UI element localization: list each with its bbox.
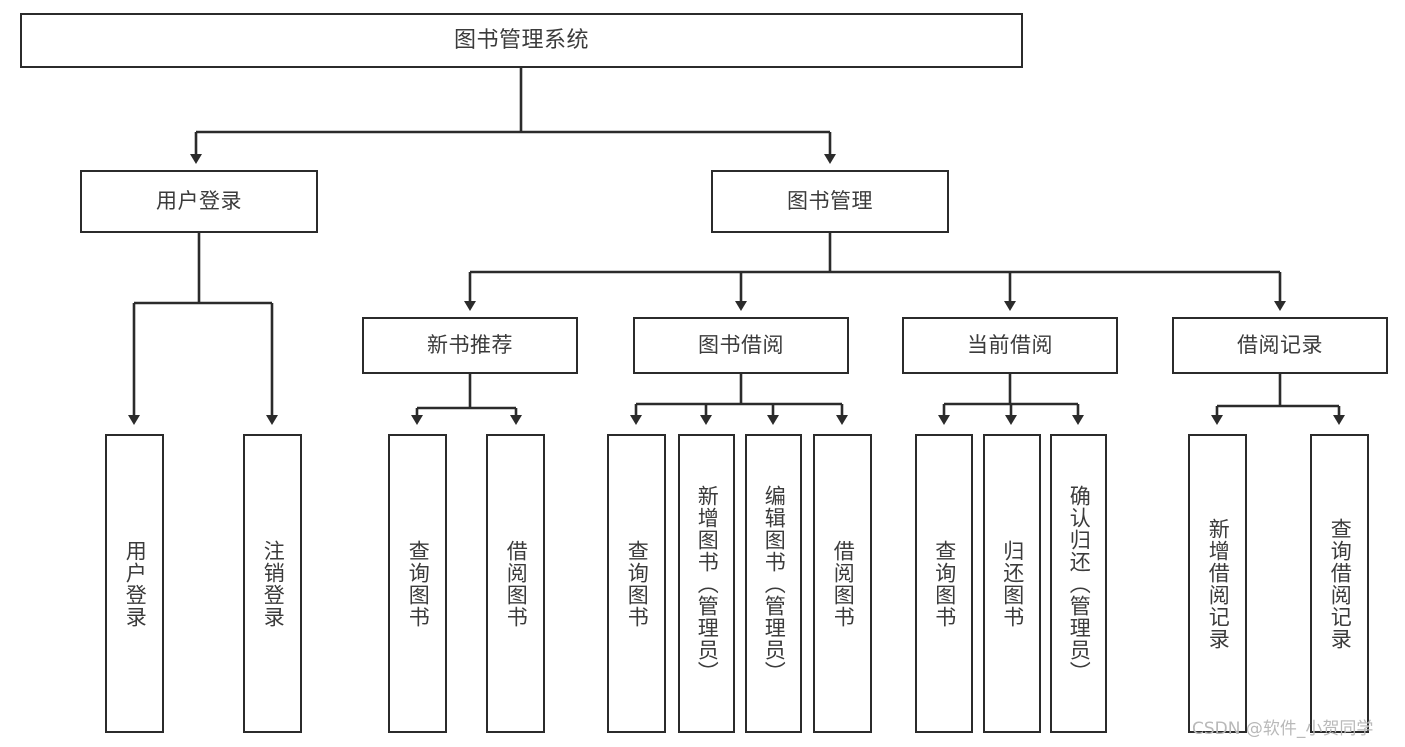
node-book-manage-label: 图书管理 bbox=[787, 189, 873, 214]
node-leaf-confirm-return-label: 确认归还（管理员） bbox=[1067, 484, 1092, 683]
node-leaf-query-book-3[interactable]: 查询图书 bbox=[915, 434, 973, 733]
node-leaf-add-record-label: 新增借阅记录 bbox=[1206, 517, 1231, 650]
node-book-borrow[interactable]: 图书借阅 bbox=[633, 317, 849, 374]
csdn-watermark: CSDN @软件_小贺同学 bbox=[1192, 719, 1374, 739]
node-leaf-query-book-2-label: 查询图书 bbox=[625, 539, 650, 628]
node-leaf-add-record[interactable]: 新增借阅记录 bbox=[1188, 434, 1247, 733]
node-user-login-label: 用户登录 bbox=[156, 189, 242, 214]
node-leaf-query-book-1[interactable]: 查询图书 bbox=[388, 434, 447, 733]
node-leaf-edit-book-label: 编辑图书（管理员） bbox=[762, 484, 787, 683]
node-leaf-query-record-label: 查询借阅记录 bbox=[1328, 517, 1353, 650]
node-leaf-borrow-book-1[interactable]: 借阅图书 bbox=[486, 434, 545, 733]
node-leaf-add-book[interactable]: 新增图书（管理员） bbox=[678, 434, 735, 733]
node-leaf-query-book-3-label: 查询图书 bbox=[932, 539, 957, 628]
node-borrow-record[interactable]: 借阅记录 bbox=[1172, 317, 1388, 374]
node-leaf-user-login[interactable]: 用户登录 bbox=[105, 434, 164, 733]
node-leaf-query-book-1-label: 查询图书 bbox=[406, 539, 431, 628]
node-leaf-borrow-book-2-label: 借阅图书 bbox=[831, 539, 856, 628]
node-leaf-edit-book[interactable]: 编辑图书（管理员） bbox=[745, 434, 802, 733]
node-leaf-query-book-2[interactable]: 查询图书 bbox=[607, 434, 666, 733]
node-book-manage[interactable]: 图书管理 bbox=[711, 170, 949, 233]
node-current-borrow-label: 当前借阅 bbox=[967, 333, 1053, 358]
node-leaf-return-book[interactable]: 归还图书 bbox=[983, 434, 1041, 733]
node-leaf-add-book-label: 新增图书（管理员） bbox=[695, 484, 720, 683]
node-borrow-record-label: 借阅记录 bbox=[1237, 333, 1323, 358]
node-leaf-query-record[interactable]: 查询借阅记录 bbox=[1310, 434, 1369, 733]
node-leaf-logout[interactable]: 注销登录 bbox=[243, 434, 302, 733]
node-new-book-rec-label: 新书推荐 bbox=[427, 333, 513, 358]
node-root[interactable]: 图书管理系统 bbox=[20, 13, 1023, 68]
node-book-borrow-label: 图书借阅 bbox=[698, 333, 784, 358]
node-root-label: 图书管理系统 bbox=[453, 27, 589, 53]
node-current-borrow[interactable]: 当前借阅 bbox=[902, 317, 1118, 374]
node-user-login[interactable]: 用户登录 bbox=[80, 170, 318, 233]
node-leaf-borrow-book-1-label: 借阅图书 bbox=[504, 539, 529, 628]
node-leaf-user-login-label: 用户登录 bbox=[123, 539, 148, 628]
node-leaf-confirm-return[interactable]: 确认归还（管理员） bbox=[1050, 434, 1107, 733]
node-new-book-rec[interactable]: 新书推荐 bbox=[362, 317, 578, 374]
node-leaf-logout-label: 注销登录 bbox=[261, 539, 286, 628]
node-leaf-return-book-label: 归还图书 bbox=[1000, 539, 1025, 628]
node-leaf-borrow-book-2[interactable]: 借阅图书 bbox=[813, 434, 872, 733]
